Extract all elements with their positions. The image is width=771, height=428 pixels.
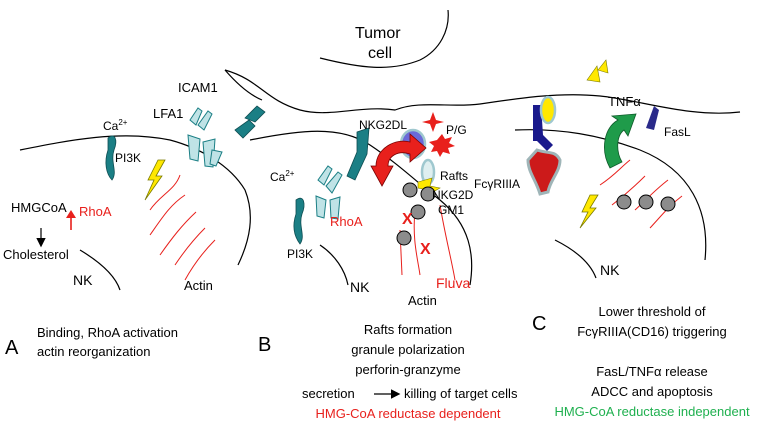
tumor-label-line2: cell <box>368 45 392 62</box>
fluva-label: Fluva <box>436 275 470 291</box>
x-mark-2: X <box>420 241 431 258</box>
granule <box>638 194 654 210</box>
antibody-icon <box>533 105 553 151</box>
panel-c-line-5: ADCC and apoptosis <box>591 384 713 399</box>
tumor-cell-left-bump <box>224 69 263 101</box>
panel-b-secretion: secretion <box>302 386 355 401</box>
ca-text-b: Ca <box>270 170 286 184</box>
panel-b-line-3: perforin-granzyme <box>355 362 461 377</box>
panel-b-line-1: Rafts formation <box>364 322 452 337</box>
ca-channel-a <box>105 135 117 181</box>
rhoa-up-arrow-icon <box>66 210 76 230</box>
granule <box>410 204 426 220</box>
nk-cell-b-membrane <box>249 130 473 286</box>
lfa1-receptor <box>187 107 223 168</box>
lfa1-receptor-b <box>315 165 343 220</box>
granule <box>402 182 418 198</box>
lfa1-label: LFA1 <box>153 106 183 121</box>
granule <box>616 194 632 210</box>
panel-c-letter: C <box>532 313 546 335</box>
panel-b-dependency: HMG-CoA reductase dependent <box>316 406 501 421</box>
granule <box>420 186 436 202</box>
panel-c-dependency: HMG-CoA reductase independent <box>554 404 750 419</box>
tumor-label-line1: Tumor <box>355 25 401 42</box>
icam1-label: ICAM1 <box>178 80 218 95</box>
tnfa-label: TNFα <box>608 94 641 109</box>
rafts-label: Rafts <box>440 169 468 183</box>
panel-c-line-1: Lower threshold of <box>599 304 706 319</box>
panel-c-line-2: FcγRIIIA(CD16) triggering <box>577 324 727 339</box>
release-arrow-icon <box>604 113 637 169</box>
panel-a-line-1: Binding, RhoA activation <box>37 325 178 340</box>
panel-c-line-4: FasL/TNFα release <box>596 364 708 379</box>
granzyme-burst-icon <box>429 134 455 157</box>
granule <box>396 230 412 246</box>
ca-label-a: Ca2+ <box>103 118 128 133</box>
tumor-cell-membrane <box>224 69 741 114</box>
fasl-icon <box>646 106 659 130</box>
rhoa-label-a: RhoA <box>79 204 112 219</box>
ca-superscript: 2+ <box>118 118 127 127</box>
nk-cell-c-inner <box>554 239 597 279</box>
panel-a-line-2: actin reorganization <box>37 344 150 359</box>
tnfa-icon <box>586 59 609 83</box>
polarization-arrow-icon <box>370 133 427 187</box>
rhoa-label-b: RhoA <box>330 214 363 229</box>
lightning-icon <box>144 159 166 201</box>
fcgr-receptor <box>526 148 562 196</box>
panel-a-letter: A <box>5 337 19 359</box>
ca-channel-b <box>293 197 305 245</box>
panel-b-line-2: granule polarization <box>351 342 464 357</box>
tumor-cell-label: Tumor cell <box>355 25 405 62</box>
nk-label-c: NK <box>600 262 620 278</box>
perforin-star-icon <box>422 112 444 132</box>
fcgr-label: FcγRIIIA <box>474 177 520 191</box>
pi3k-label-b: PI3K <box>287 247 313 261</box>
nk-cell-c-membrane <box>514 129 707 261</box>
hmgcoa-label: HMGCoA <box>11 200 67 215</box>
panel-b-killing: killing of target cells <box>404 386 518 401</box>
ca-text: Ca <box>103 119 119 133</box>
icam1-molecule <box>234 105 266 139</box>
nk-cell-b-inner <box>319 244 349 286</box>
cholesterol-label: Cholesterol <box>3 247 69 262</box>
antigen-icon <box>539 95 557 125</box>
membranes <box>19 9 741 291</box>
panel-b-letter: B <box>258 334 271 356</box>
tumor-cell-top-outline <box>319 9 449 68</box>
ca-label-b: Ca2+ <box>270 169 295 184</box>
nkg2dl-ligand <box>346 127 370 181</box>
nk-cell-a-inner <box>79 249 121 291</box>
nkg2dl-label: NKG2DL <box>359 118 407 132</box>
x-mark-1: X <box>402 211 413 228</box>
nkg2d-label: NKG2D <box>432 188 474 202</box>
granule <box>660 196 676 212</box>
nk-label-a: NK <box>73 272 93 288</box>
ca-superscript-b: 2+ <box>285 169 294 178</box>
nk-label-b: NK <box>350 279 370 295</box>
pi3k-label-a: PI3K <box>115 151 141 165</box>
pg-label: P/G <box>446 123 467 137</box>
actin-label-b: Actin <box>408 293 437 308</box>
actin-filaments <box>149 159 683 281</box>
fasl-label: FasL <box>664 125 691 139</box>
lightning-icon-c <box>579 194 599 229</box>
gm1-label: GM1 <box>438 203 464 217</box>
actin-label-a: Actin <box>184 278 213 293</box>
